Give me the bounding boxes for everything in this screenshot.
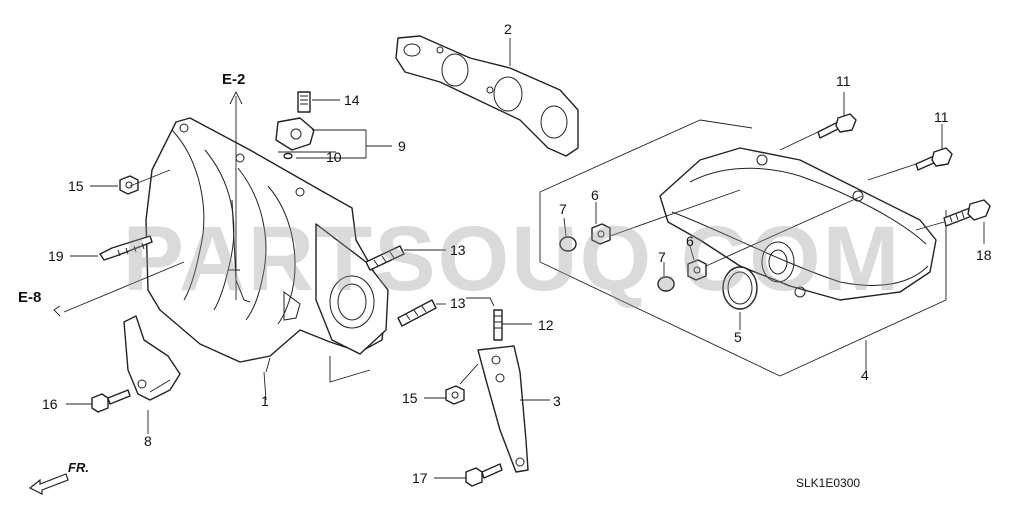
callout-1[interactable]: 1: [261, 393, 269, 409]
callout-11-a[interactable]: 11: [836, 73, 851, 89]
intake-manifold[interactable]: [145, 117, 389, 363]
washer-7-lower[interactable]: [657, 276, 675, 292]
callout-16[interactable]: 16: [42, 396, 58, 412]
bolt-17[interactable]: [465, 463, 503, 487]
washer-7-upper[interactable]: [559, 236, 577, 252]
callout-6-lower[interactable]: 6: [686, 233, 694, 249]
front-direction-marker: FR.: [28, 460, 89, 495]
callout-19[interactable]: 19: [48, 248, 64, 264]
intake-gasket[interactable]: [395, 35, 579, 157]
reference-e8[interactable]: E-8: [18, 289, 41, 306]
callout-15-lower[interactable]: 15: [402, 390, 418, 406]
leader-lines: [53, 38, 985, 479]
callout-13-lower[interactable]: 13: [450, 295, 466, 311]
callout-3[interactable]: 3: [553, 393, 561, 409]
callout-7-upper[interactable]: 7: [559, 201, 567, 217]
front-label: FR.: [68, 460, 89, 475]
callout-5[interactable]: 5: [734, 329, 742, 345]
drawing-code: SLK1E0300: [796, 476, 860, 490]
bolt-11-b[interactable]: [915, 147, 953, 171]
nut-6-upper[interactable]: [591, 223, 611, 245]
bolt-19[interactable]: [99, 235, 153, 261]
callout-17[interactable]: 17: [412, 470, 428, 486]
stud-13-lower[interactable]: [397, 299, 437, 327]
gasket-ring-5[interactable]: [722, 266, 758, 310]
callout-13-upper[interactable]: 13: [450, 242, 466, 258]
watermark: PARTSOUQ.COM: [123, 208, 902, 310]
bolt-16[interactable]: [91, 389, 131, 413]
nut-15-left[interactable]: [119, 175, 139, 195]
front-arrow-icon: [28, 473, 69, 495]
bolt-18[interactable]: [943, 199, 991, 227]
callout-15-left[interactable]: 15: [68, 178, 84, 194]
manifold-stay-3[interactable]: [477, 345, 529, 473]
callout-7-lower[interactable]: 7: [658, 249, 666, 265]
reference-e2[interactable]: E-2: [222, 71, 245, 88]
assembly-outline: [539, 119, 947, 377]
callout-10[interactable]: 10: [326, 149, 342, 165]
exhaust-manifold[interactable]: [659, 147, 937, 301]
callout-11-b[interactable]: 11: [934, 109, 949, 125]
callout-6-upper[interactable]: 6: [591, 187, 599, 203]
callout-9[interactable]: 9: [398, 138, 406, 154]
callout-14[interactable]: 14: [344, 92, 360, 108]
nut-6-lower[interactable]: [687, 259, 707, 281]
bolt-11-a[interactable]: [817, 113, 857, 139]
stud-12[interactable]: [493, 309, 503, 341]
callout-18[interactable]: 18: [976, 247, 992, 263]
callout-2[interactable]: 2: [504, 21, 512, 37]
callout-12[interactable]: 12: [538, 317, 554, 333]
sensor-bracket[interactable]: [275, 91, 315, 160]
callout-8[interactable]: 8: [144, 433, 152, 449]
callout-4[interactable]: 4: [861, 367, 869, 383]
manifold-bracket-8[interactable]: [123, 315, 181, 401]
nut-15-lower[interactable]: [445, 385, 465, 405]
stud-13-upper[interactable]: [365, 245, 405, 271]
